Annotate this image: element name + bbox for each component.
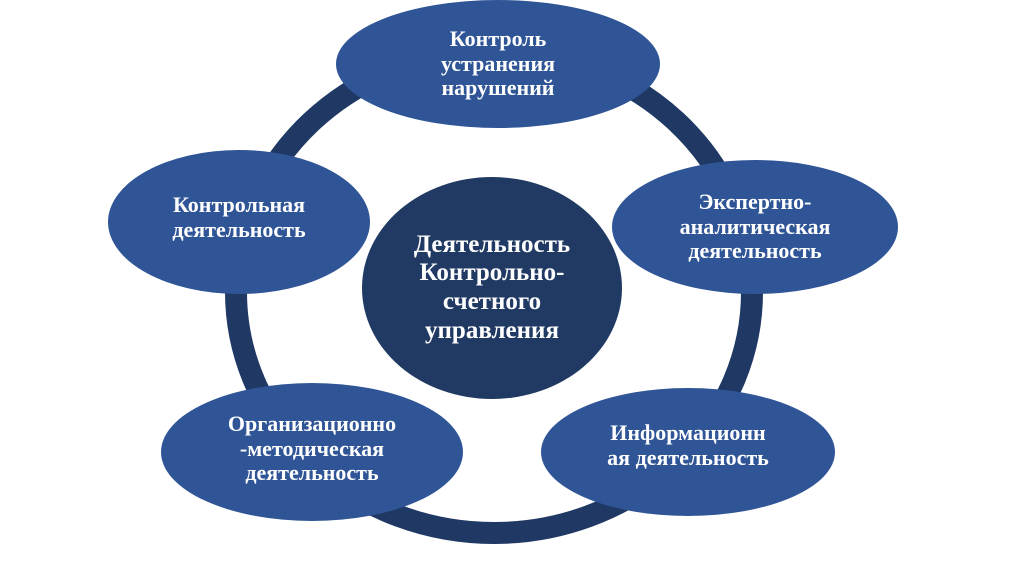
- center-hub-label: Деятельность Контрольно- счетного управл…: [413, 230, 571, 344]
- node-right-label: Экспертно- аналитическая деятельность: [679, 189, 831, 264]
- node-top-label: Контроль устранения нарушений: [440, 26, 556, 101]
- node-bottom-left-shape: [161, 383, 463, 521]
- node-right-shape: [612, 160, 898, 294]
- node-left-shape: [108, 150, 370, 294]
- node-top-shape: [336, 0, 660, 128]
- node-bottom-right-label: Информационн ая деятельность: [607, 420, 769, 470]
- center-hub-shape: [362, 177, 622, 399]
- node-bottom-left-label: Организационно -методическая деятельност…: [227, 411, 397, 486]
- node-left-label: Контрольная деятельность: [172, 192, 306, 242]
- node-bottom-right-shape: [541, 388, 835, 516]
